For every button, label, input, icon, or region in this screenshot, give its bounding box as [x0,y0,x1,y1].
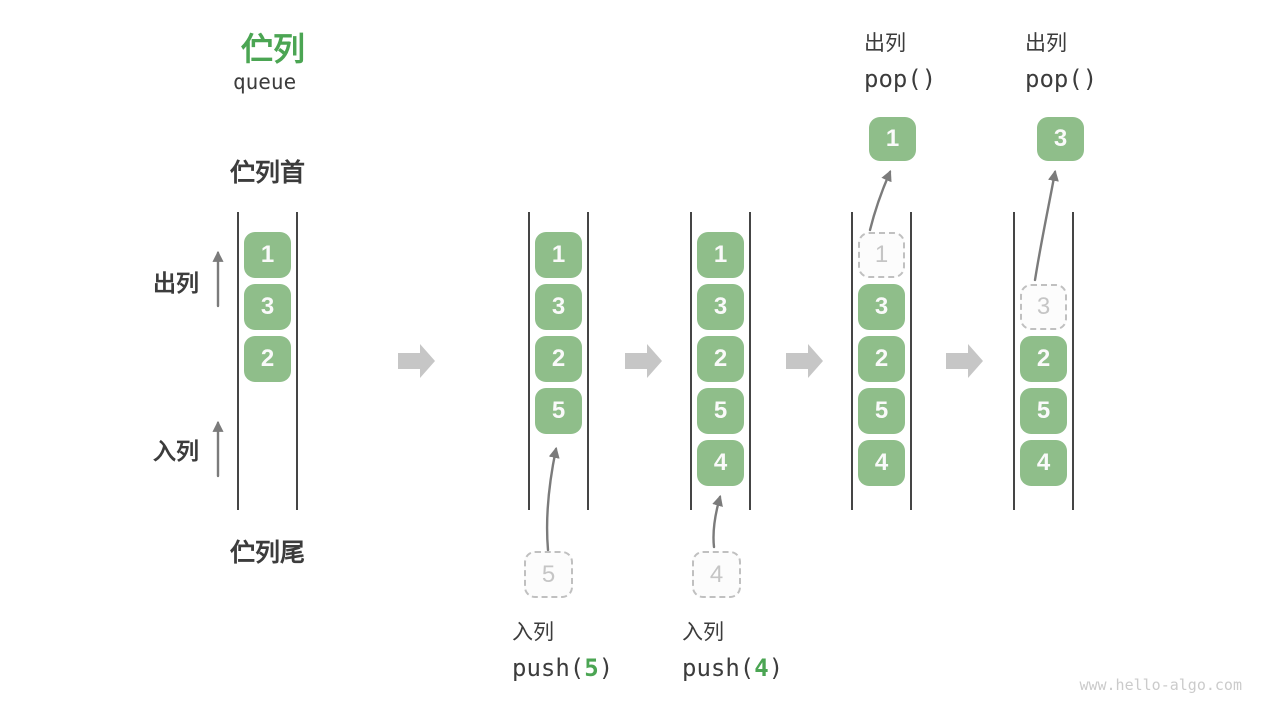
watermark: www.hello-algo.com [1079,676,1242,694]
popped-item-box: 3 [1037,117,1084,161]
step-arrow-icon [946,344,983,378]
queue-state-2: 1 3 2 5 [528,212,589,510]
removed-item-slot: 1 [858,232,905,278]
push-call-label: push(5) [512,654,613,682]
queue-item: 5 [858,388,905,434]
queue-item: 1 [244,232,291,278]
queue-item: 3 [244,284,291,330]
push-label-zh: 入列 [682,621,724,644]
push-call-label: push(4) [682,654,783,682]
popped-item-box: 1 [869,117,916,161]
pop-call-label: pop() [1025,65,1098,93]
push-fn-close: ) [768,654,784,682]
queue-item: 2 [697,336,744,382]
queue-item: 2 [244,336,291,382]
pop-action-label: 出列 pop() [1025,31,1097,93]
queue-item: 4 [697,440,744,486]
removed-item-slot: 3 [1020,284,1067,330]
step-arrow-icon [625,344,662,378]
queue-state-5: 3 2 5 4 [1013,212,1074,510]
push-label-zh: 入列 [512,621,554,644]
pop-call-label: pop() [864,65,937,93]
queue-item: 2 [1020,336,1067,382]
queue-item: 3 [535,284,582,330]
push-action-label: 入列 push(4) [682,620,783,682]
step-arrow-icon [398,344,435,378]
step-arrow-icon [786,344,823,378]
queue-item: 1 [535,232,582,278]
queue-item: 3 [697,284,744,330]
pop-label-zh: 出列 [864,32,906,55]
queue-rear-label: 伫列尾 [230,539,306,567]
push-fn-close: ) [598,654,614,682]
queue-item: 5 [697,388,744,434]
queue-item: 4 [858,440,905,486]
queue-item: 5 [1020,388,1067,434]
pop-label-zh: 出列 [1025,32,1067,55]
push-action-label: 入列 push(5) [512,620,613,682]
dequeue-side-label: 出列 [153,270,199,296]
queue-front-label: 伫列首 [230,159,306,187]
queue-item: 3 [858,284,905,330]
queue-state-4: 1 3 2 5 4 [851,212,912,510]
queue-item: 1 [697,232,744,278]
pop-action-label: 出列 pop() [864,31,936,93]
push-arg: 4 [754,654,769,682]
queue-state-3: 1 3 2 5 4 [690,212,751,510]
push-fn-open: push( [682,654,755,682]
push-arg: 5 [584,654,599,682]
page-title: 伫列 [241,31,306,67]
push-fn-open: push( [512,654,585,682]
queue-item: 2 [535,336,582,382]
page-subtitle: queue [233,70,297,94]
queue-item: 5 [535,388,582,434]
queue-state-1: 1 3 2 [237,212,298,510]
queue-item: 2 [858,336,905,382]
enqueue-side-label: 入列 [153,438,199,464]
staged-item-box: 4 [692,551,741,598]
queue-item: 4 [1020,440,1067,486]
staged-item-box: 5 [524,551,573,598]
